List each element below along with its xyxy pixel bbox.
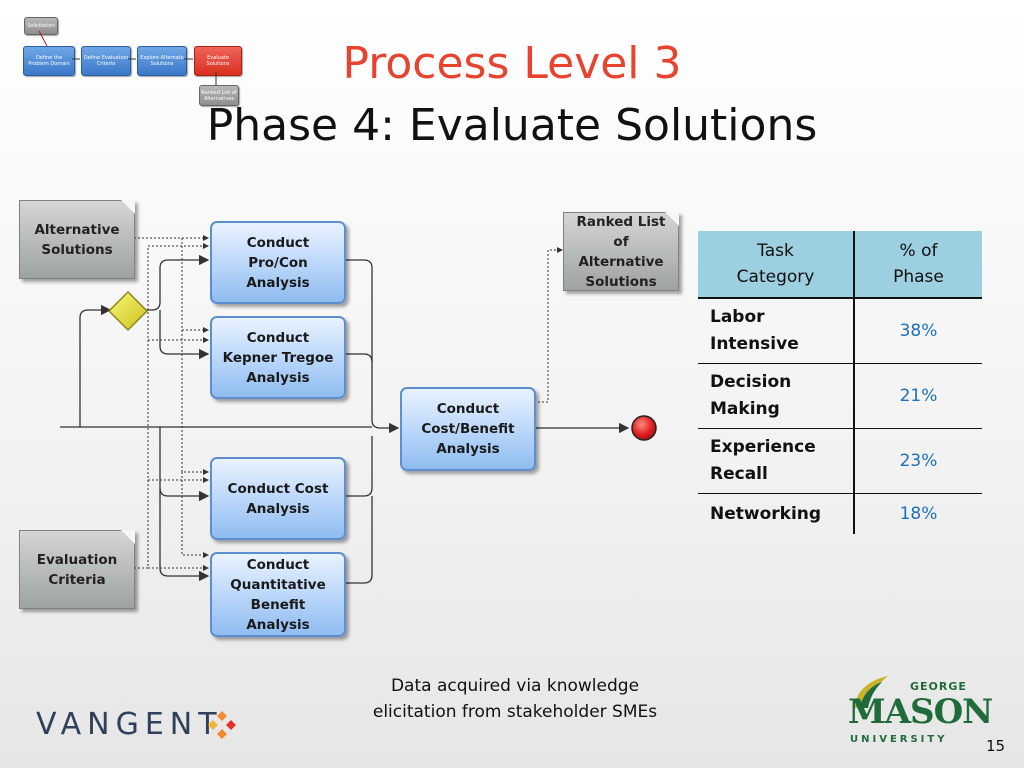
task-kepner-tregoe: Conduct Kepner Tregoe Analysis — [210, 316, 346, 399]
input-alternative-solutions-label: Alternative Solutions — [34, 221, 120, 258]
mini-step-evaluate: Evaluate Solutions — [194, 46, 242, 76]
page-number: 15 — [986, 737, 1006, 755]
vangent-wordmark: VANGENT — [36, 707, 223, 742]
task-cost-benefit: Conduct Cost/Benefit Analysis — [400, 387, 536, 471]
task-kepner-tregoe-label: Conduct Kepner Tregoe Analysis — [222, 329, 334, 386]
vangent-mark-icon — [208, 711, 236, 739]
mini-output-ranked: Ranked List of Alternatives — [199, 85, 239, 106]
output-ranked-list-label: Ranked List of Alternative Solutions — [576, 213, 666, 290]
footnote-line-1: Data acquired via knowledge — [390, 676, 640, 696]
footnote-line-2: elicitation from stakeholder SMEs — [372, 702, 658, 722]
table-cell-category: Networking — [698, 493, 855, 534]
vangent-logo: VANGENT — [36, 707, 246, 747]
end-event-circle — [631, 415, 657, 441]
input-evaluation-criteria: Evaluation Criteria — [19, 530, 135, 609]
title-process-level: Process Level 3 — [342, 38, 682, 89]
gateway-diamond — [107, 290, 149, 332]
table-row: Networking 18% — [698, 493, 982, 534]
table-row: Experience Recall 23% — [698, 428, 982, 494]
task-category-table: Task Category % of Phase Labor Intensive… — [698, 231, 982, 534]
table-row: Decision Making 21% — [698, 363, 982, 429]
mason-bottom-text: UNIVERSITY — [850, 734, 948, 745]
task-pro-con: Conduct Pro/Con Analysis — [210, 221, 346, 304]
input-evaluation-criteria-label: Evaluation Criteria — [36, 551, 118, 588]
task-cost: Conduct Cost Analysis — [210, 457, 346, 540]
task-quantitative-benefit: Conduct Quantitative Benefit Analysis — [210, 552, 346, 637]
task-quantitative-benefit-label: Conduct Quantitative Benefit Analysis — [230, 556, 326, 633]
table-header-row: Task Category % of Phase — [698, 231, 982, 299]
mason-leaf-icon — [854, 676, 888, 708]
mini-connectors — [38, 30, 217, 85]
table-row: Labor Intensive 38% — [698, 298, 982, 364]
title-phase: Phase 4: Evaluate Solutions — [206, 100, 818, 151]
footnote: Data acquired via knowledge elicitation … — [330, 673, 700, 725]
task-cost-benefit-label: Conduct Cost/Benefit Analysis — [421, 401, 515, 457]
table-header-percent: % of Phase — [854, 231, 982, 299]
input-alternative-solutions: Alternative Solutions — [19, 200, 135, 279]
table-cell-percent: 18% — [899, 503, 938, 524]
mini-step-define-problem: Define the Problem Domain — [23, 46, 75, 76]
table-cell-percent: 38% — [854, 298, 982, 364]
output-ranked-list: Ranked List of Alternative Solutions — [563, 212, 679, 291]
table-cell-category: Experience Recall — [698, 428, 855, 494]
table-cell-percent: 21% — [854, 363, 982, 429]
table-header-category: Task Category — [698, 231, 855, 299]
task-pro-con-label: Conduct Pro/Con Analysis — [246, 234, 310, 291]
mason-main-text: MASON — [848, 692, 993, 732]
diagram-connectors — [60, 235, 630, 584]
mason-top-text: GEORGE — [910, 680, 967, 693]
mini-step-explore: Explore Alternate Solutions — [137, 46, 187, 76]
task-cost-label: Conduct Cost Analysis — [227, 480, 329, 517]
mini-step-define-criteria: Define Evaluation Criteria — [81, 46, 131, 76]
table-cell-percent: 23% — [854, 428, 982, 494]
table-cell-category: Labor Intensive — [698, 298, 855, 364]
table-cell-category: Decision Making — [698, 363, 855, 429]
george-mason-logo: GEORGE MASON UNIVERSITY — [848, 674, 993, 750]
